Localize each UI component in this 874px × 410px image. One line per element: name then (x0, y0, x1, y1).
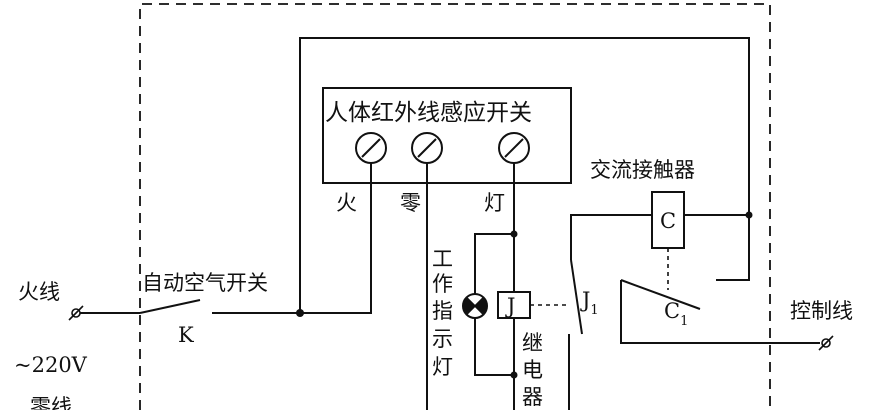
node-contactor (745, 211, 753, 219)
relay-contact-label: J1 (580, 288, 599, 318)
contactor-contact-blade (620, 279, 701, 310)
terminal-lamp-screw (498, 132, 530, 164)
control-line-output (818, 335, 834, 351)
terminal-fire-label: 火 (336, 191, 357, 215)
work-indicator-char-4: 示 (432, 327, 453, 351)
relay-char-2: 电 (522, 358, 543, 382)
control-line-label: 控制线 (790, 299, 853, 323)
voltage-label: ~220V (14, 353, 88, 377)
fire-line-label: 火线 (18, 280, 60, 304)
work-indicator-char-2: 作 (432, 272, 453, 296)
fire-line-input (68, 305, 140, 321)
work-indicator-char-5: 灯 (432, 355, 453, 379)
node-main (296, 309, 304, 317)
sensor-switch-label: 人体红外线感应开关 (325, 100, 532, 126)
terminal-fire-screw (355, 132, 387, 164)
wire-contactor-contact (620, 280, 820, 344)
relay-contact-blade (570, 259, 583, 335)
air-switch-label: 自动空气开关 (142, 271, 268, 295)
relay-char-3: 器 (522, 385, 543, 409)
wire-fire-terminal (300, 163, 372, 314)
air-switch-blade (139, 299, 201, 314)
zero-line-label: 零线 (30, 395, 72, 410)
relay-coil-label: J (505, 294, 515, 318)
contactor-contact-label: C1 (664, 299, 688, 329)
terminal-zero-label: 零 (400, 191, 421, 215)
terminal-lamp-label: 灯 (484, 191, 505, 215)
work-indicator-char-1: 工 (432, 247, 453, 271)
work-indicator-lamp-icon (462, 293, 488, 319)
sensor-switch-box (322, 87, 572, 184)
terminal-zero-screw (411, 132, 443, 164)
wire-relay-contact-top (570, 214, 652, 260)
relay-coil-box (497, 291, 531, 319)
wire-top-loop (299, 37, 750, 313)
work-indicator-char-3: 指 (432, 299, 453, 323)
switch-k-label: K (178, 323, 194, 347)
ac-contactor-label: 交流接触器 (590, 158, 695, 182)
enclosure-border (139, 3, 771, 410)
contactor-coil-label: C (660, 209, 676, 233)
relay-char-1: 继 (522, 331, 543, 355)
